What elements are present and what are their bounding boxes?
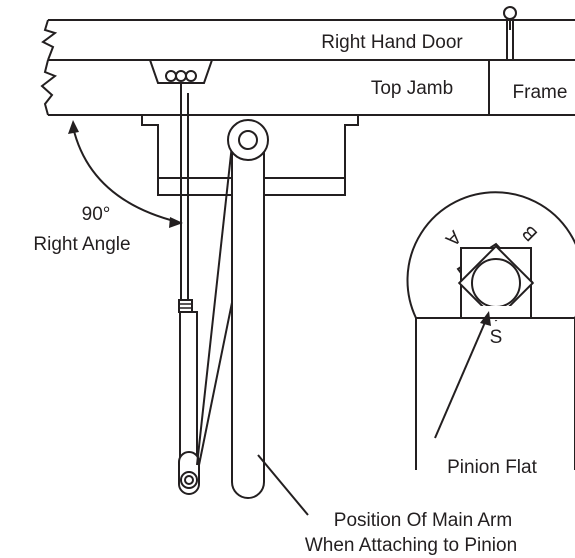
frame-label: Frame [513, 82, 568, 103]
pinion-flat-label: Pinion Flat [447, 457, 537, 478]
angle-value-label: 90° [82, 204, 111, 225]
door-label: Right Hand Door [321, 32, 463, 53]
right-angle-indicator [68, 120, 183, 228]
top-jamb [40, 59, 575, 116]
main-arm-label-line2: When Attaching to Pinion [305, 535, 517, 556]
pinion-hub-icon [227, 119, 269, 161]
right-hand-door [41, 19, 575, 61]
hinge-pin-icon [503, 6, 517, 20]
arm-bracket [148, 59, 214, 93]
main-arm-label-line1: Position Of Main Arm [334, 510, 512, 531]
frame-edge [488, 6, 517, 115]
pinion-flat-leader [434, 311, 491, 439]
adjustment-nut [178, 299, 193, 313]
main-arm [196, 119, 269, 499]
jamb-label: Top Jamb [371, 78, 453, 99]
pinion-detail [406, 191, 575, 470]
pinion-mark-s: S [490, 327, 503, 348]
main-arm-leader [257, 454, 309, 516]
angle-text-label: Right Angle [33, 234, 130, 255]
forearm-rod [178, 93, 200, 495]
pinion-shaft-icon [471, 258, 521, 308]
